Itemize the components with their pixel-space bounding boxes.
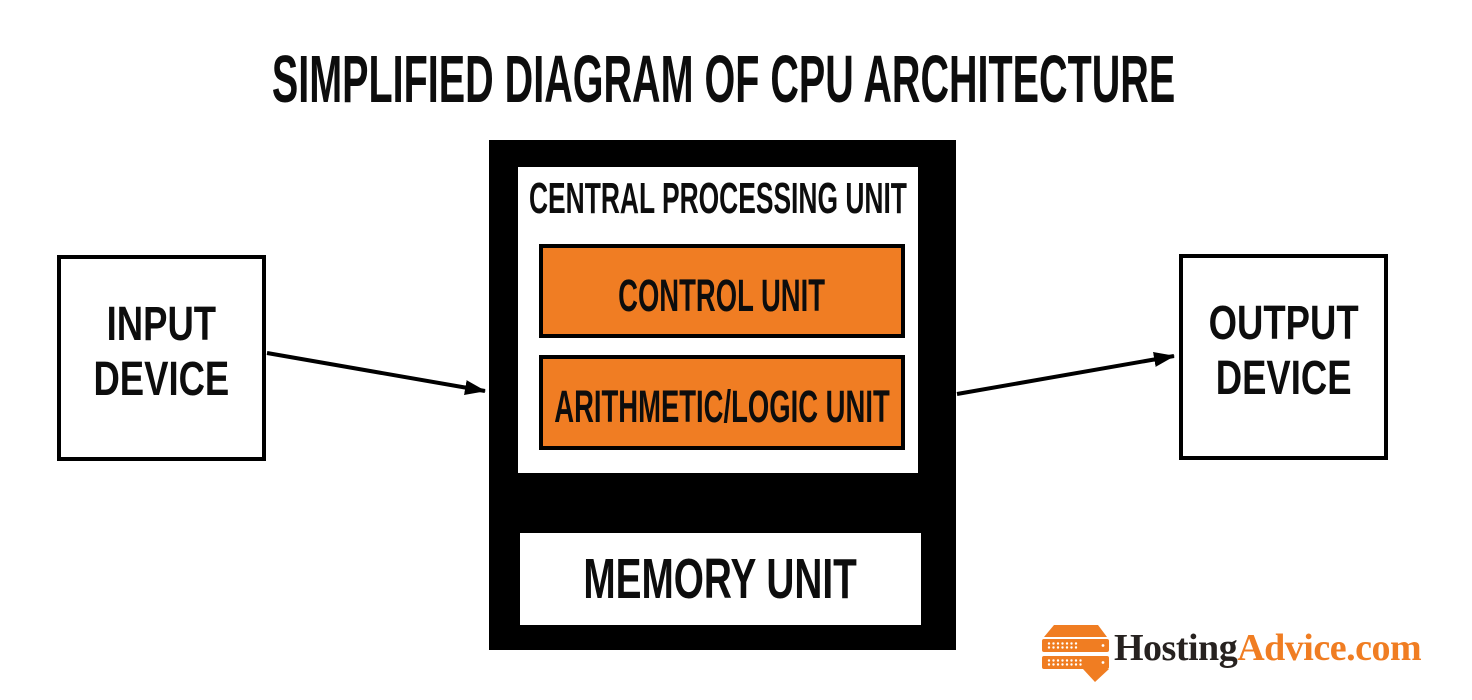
arithmetic-logic-unit-label: ARITHMETIC/LOGIC UNIT xyxy=(554,381,890,432)
logo-advice-text: Advice xyxy=(1237,627,1347,669)
control-unit-label: CONTROL UNIT xyxy=(618,269,826,321)
page-title-text: SIMPLIFIED DIAGRAM OF CPU ARCHITECTURE xyxy=(272,42,1176,117)
cpu-block: CENTRAL PROCESSING UNIT CONTROL UNIT ARI… xyxy=(489,140,956,650)
input-device-label: INPUT DEVICE xyxy=(93,298,230,406)
page-title: SIMPLIFIED DIAGRAM OF CPU ARCHITECTURE xyxy=(0,46,1448,113)
output-device-label: OUTPUT DEVICE xyxy=(1208,297,1359,405)
output-device-box: OUTPUT DEVICE xyxy=(1179,254,1388,460)
memory-unit-label: MEMORY UNIT xyxy=(583,546,858,611)
logo-domain-text: .com xyxy=(1346,627,1422,669)
hostingadvice-logo: HostingAdvice.com xyxy=(1114,624,1422,672)
control-unit-box: CONTROL UNIT xyxy=(539,244,905,338)
cpu-title: CENTRAL PROCESSING UNIT xyxy=(529,174,907,223)
input-to-cpu-arrow xyxy=(266,351,486,395)
memory-unit-box: MEMORY UNIT xyxy=(520,533,921,625)
input-device-box: INPUT DEVICE xyxy=(57,255,266,461)
arithmetic-logic-unit-box: ARITHMETIC/LOGIC UNIT xyxy=(539,355,905,450)
logo-hosting-text: Hosting xyxy=(1114,627,1238,669)
cpu-to-output-arrow xyxy=(956,352,1175,396)
server-rack-icon xyxy=(1042,625,1109,682)
cpu-inner-panel: CENTRAL PROCESSING UNIT CONTROL UNIT ARI… xyxy=(518,167,918,473)
